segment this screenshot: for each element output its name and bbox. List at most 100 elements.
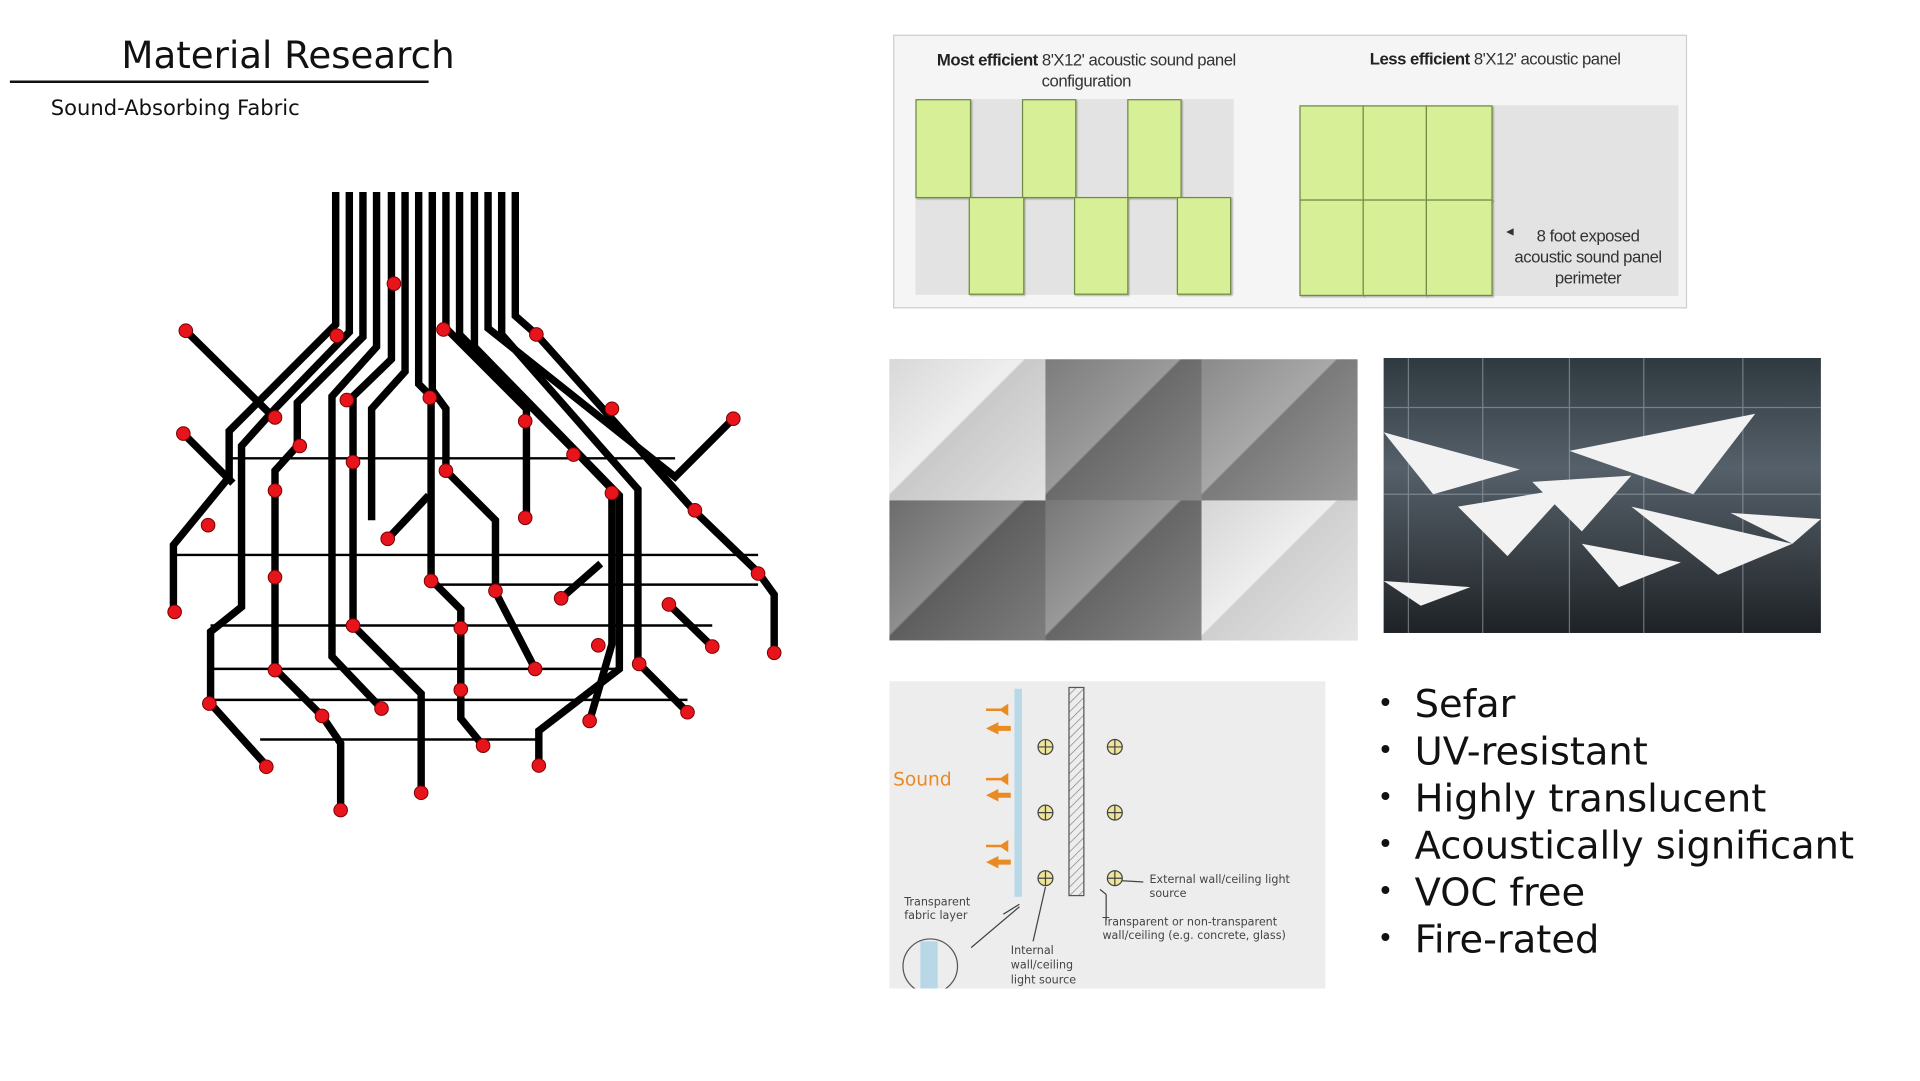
tree-node-dot [413,785,429,801]
pointer-arrow-icon: ◄ [1503,225,1516,240]
bullet-icon: • [1377,829,1394,861]
tree-branch [484,191,736,482]
tree-node-dot [386,276,402,291]
panel-tile [915,99,972,199]
tree-node-dot [345,454,361,470]
tensile-fabric-sails-photo [1383,357,1821,633]
wall-ceiling-label: Transparent or non-transparent wall/ceil… [1102,916,1286,943]
tree-node-dot [527,661,543,677]
tree-node-dot [422,390,438,405]
tree-node-dot [531,758,547,773]
tree-node-dot [167,604,182,620]
tree-node-dot [517,413,533,429]
tree-node-dot [766,645,782,661]
panel-tile [1127,99,1182,199]
tree-branch [349,191,425,793]
bullet-item: •Highly translucent [1377,776,1767,822]
tree-node-dot [590,638,606,653]
tree-branch [455,191,616,722]
tree-node-dot [680,704,695,720]
tree-node-dot [200,517,216,533]
fabric-sails-illustration [1383,357,1821,633]
panel-tile [1073,196,1129,295]
staggered-panel-area [915,99,1234,295]
fabric-layer-label: Transparent fabric layer [904,896,971,923]
bullet-item: •VOC free [1377,870,1586,916]
tree-node-dot [380,531,396,547]
sound-fabric-diagram: Sound Transparent fabric layer Internal … [889,681,1326,989]
panel-tile [1299,105,1364,201]
tree-node-dot [604,401,620,417]
bullet-item: •Sefar [1377,682,1516,728]
tree-branch [328,191,385,712]
tree-node-dot [566,447,581,462]
page-subtitle: Sound-Absorbing Fabric [50,96,300,122]
bullet-icon: • [1377,735,1394,767]
tree-node-dot [314,708,330,724]
panel-tile [1425,105,1493,201]
tree-node-dot [333,802,348,818]
tree-node-dot [259,759,274,775]
tree-node-dot [726,411,741,426]
tree-node-dot [582,713,597,729]
tree-node-dot [631,656,647,672]
tree-node-dot [345,618,361,633]
bullet-item: •Acoustically significant [1377,823,1855,869]
tree-node-dot [267,569,283,585]
tree-node-dot [453,620,469,636]
tree-branch [497,191,691,715]
panel-tile [1362,199,1427,297]
panel-tile [1021,99,1077,199]
tree-node-dot [529,327,544,342]
circuit-tree-diagram [167,191,782,818]
tree-branch [169,191,340,614]
panel-tile [968,196,1025,295]
tree-node-dot [687,503,703,518]
tree-node-dot [553,590,569,606]
tree-branch [180,430,236,486]
tree-node-dot [202,696,217,711]
panel-tile [1299,199,1364,297]
internal-light-label: Internal wall/ceiling light source [1010,945,1077,988]
acoustic-wall-tiles-photo [889,359,1358,641]
tree-branch [206,191,354,769]
tree-branch [183,328,278,422]
bullet-item: •Fire-rated [1377,917,1600,963]
tree-branch [385,492,432,542]
feature-bullet-list: •Sefar •UV-resistant •Highly translucent… [1377,681,1854,963]
sound-diagram-graphic [902,686,1144,989]
bullet-item: •UV-resistant [1377,729,1648,775]
tree-node-dot [438,463,454,479]
page-title: Material Research [121,34,455,79]
panel-tile [1176,196,1232,295]
bullet-icon: • [1377,688,1394,720]
tree-node-dot [339,392,355,408]
less-efficient-caption: Less efficient 8'X12' acoustic panel [1369,49,1621,69]
grouped-panel-area [1299,105,1679,297]
panel-tile [1362,105,1427,201]
tree-branch [470,191,624,766]
tree-node-dot [475,738,491,754]
title-underline [9,80,429,83]
sound-label: Sound [893,767,952,791]
tree-node-dot [661,597,677,612]
bullet-icon: • [1377,782,1394,814]
tree-node-dot [267,483,283,498]
tree-node-dot [488,583,503,599]
bullet-icon: • [1377,924,1394,956]
tree-node-dot [436,322,451,337]
tree-branch [558,560,604,602]
tree-node-dot [178,323,194,339]
perimeter-note: 8 foot exposed acoustic sound panel peri… [1514,226,1662,288]
acoustic-panel-config-diagram: Most efficient 8'X12' acoustic sound pan… [893,34,1688,309]
tree-node-dot [374,701,389,716]
tree-node-dot [329,328,345,343]
tree-node-dot [267,662,283,678]
panel-tile [1425,199,1493,297]
external-light-label: External wall/ceiling light source [1149,874,1290,901]
most-efficient-caption: Most efficient 8'X12' acoustic sound pan… [936,50,1236,91]
tree-node-dot [517,510,533,526]
tree-node-dot [453,682,469,698]
tree-node-dot [604,485,620,501]
tree-node-dot [750,566,766,581]
